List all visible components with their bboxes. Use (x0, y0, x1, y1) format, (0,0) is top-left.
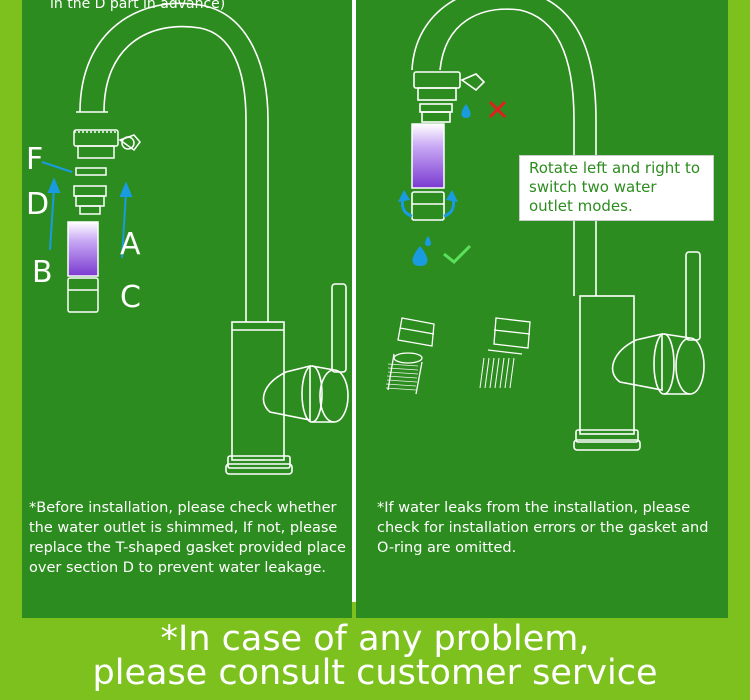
stream-outlet-icon (487, 317, 531, 355)
label-f: F (26, 142, 44, 177)
footer-banner: *In case of any problem, please consult … (0, 619, 750, 693)
panel-divider (352, 0, 356, 602)
footer-line-1: *In case of any problem, (160, 619, 590, 659)
leak-drop-icon (461, 104, 471, 118)
label-c: C (120, 280, 141, 315)
label-b: B (32, 255, 53, 290)
water-drop-large-icon (412, 246, 428, 266)
left-panel (22, 0, 352, 618)
wrong-x-icon (488, 100, 507, 119)
leak-note: *If water leaks from the installation, p… (377, 500, 709, 556)
footer-line-2: please consult customer service (92, 653, 658, 693)
left-filter-cartridge-icon (67, 221, 99, 277)
faucet-illustrations (41, 0, 705, 475)
left-filter-parts-icon (67, 129, 141, 313)
spray-lines-icon (385, 363, 419, 391)
right-faucet-icon (411, 0, 705, 451)
label-a: A (120, 227, 141, 262)
spray-outlet-icon (387, 317, 435, 395)
label-d: D (26, 187, 50, 222)
correct-check-icon (443, 244, 472, 265)
installation-note: *Before installation, please check wheth… (29, 500, 346, 576)
left-faucet-icon (76, 2, 349, 475)
left-arrow-icons (41, 161, 133, 259)
rotate-arrow-head-right-icon (446, 190, 458, 202)
top-caption: in the D part in advance) (50, 0, 226, 12)
rotate-arrow-head-left-icon (398, 190, 410, 202)
right-filter-cartridge-icon (411, 123, 445, 189)
stream-lines-icon (479, 357, 515, 389)
right-panel (356, 0, 728, 618)
rotate-callout: Rotate left and right to switch two wate… (519, 155, 714, 221)
rotate-arrows-icon (400, 195, 456, 218)
water-drop-small-icon (425, 236, 431, 246)
